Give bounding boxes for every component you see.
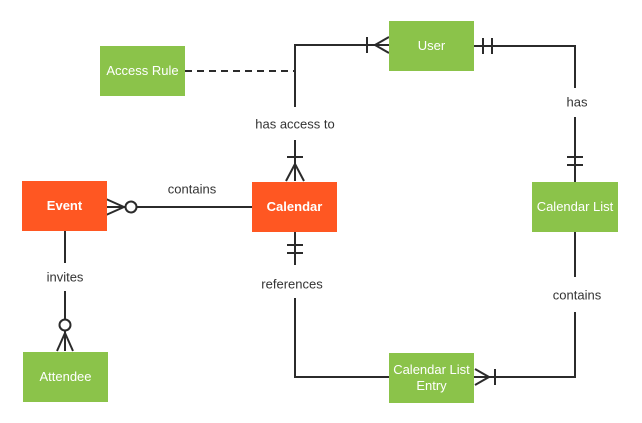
connector-invites[interactable]	[56, 231, 74, 352]
relationship-label-contains-list: contains	[552, 287, 602, 303]
connector-has-access-to[interactable]	[285, 36, 390, 182]
one-and-only-one-icon	[287, 244, 303, 254]
entity-attendee[interactable]: Attendee	[23, 352, 108, 402]
entity-calendar-list[interactable]: Calendar List	[532, 182, 618, 232]
one-or-many-icon	[285, 156, 305, 182]
entity-user-label: User	[417, 37, 446, 53]
connector-line	[294, 298, 389, 378]
connector-line	[474, 45, 576, 88]
relationship-label-contains-event: contains	[167, 181, 217, 197]
one-and-only-one-icon	[482, 38, 493, 54]
relationship-label-references: references	[261, 276, 323, 292]
one-and-only-one-icon	[567, 156, 583, 166]
entity-access-rule-label: Access Rule	[106, 62, 179, 78]
entity-event[interactable]: Event	[22, 181, 107, 231]
relationship-label-has-access-to: has access to	[255, 116, 335, 132]
entity-calendar-list-entry-label: Calendar List Entry	[393, 361, 470, 393]
entity-attendee-label: Attendee	[39, 368, 92, 384]
connector-references[interactable]	[287, 232, 389, 378]
entity-access-rule[interactable]: Access Rule	[100, 46, 185, 96]
connector-contains-event-calendar[interactable]	[105, 198, 252, 216]
connector-has[interactable]	[474, 38, 583, 182]
connector-line	[294, 44, 389, 107]
entity-event-label: Event	[46, 197, 83, 213]
zero-or-many-icon	[105, 198, 138, 216]
relationship-label-has: has	[566, 94, 588, 110]
relationship-label-invites: invites	[46, 269, 84, 285]
entity-calendar-label: Calendar	[266, 198, 323, 214]
connector-contains-list-entry[interactable]	[474, 232, 576, 386]
connector-line	[474, 312, 576, 378]
entity-calendar-list-label: Calendar List	[536, 198, 614, 214]
one-or-many-icon	[366, 36, 390, 54]
entity-user[interactable]: User	[389, 21, 474, 71]
entity-calendar-list-entry[interactable]: Calendar List Entry	[389, 353, 474, 403]
entity-calendar[interactable]: Calendar	[252, 182, 337, 232]
one-or-many-icon	[474, 368, 496, 386]
zero-or-many-icon	[56, 318, 74, 352]
